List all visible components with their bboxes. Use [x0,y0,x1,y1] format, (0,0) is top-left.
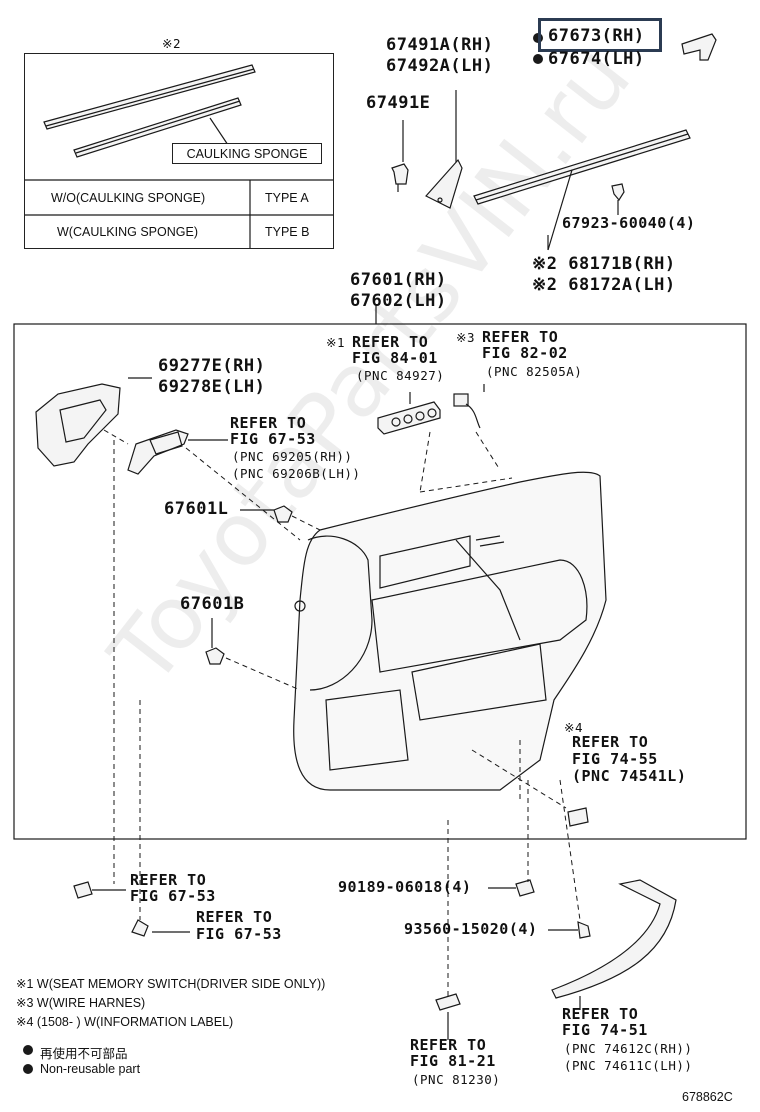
figure-code: 678862C [682,1090,733,1104]
table-note-mark: ※2 [162,36,181,51]
weatherstrip-type-a [43,64,256,130]
ref-1-line-c: (PNC 84927) [356,368,445,383]
weatherstrip-type-b [73,97,242,158]
part-67673: 67673(RH) [548,26,645,46]
ref-67-53-line-b: FIG 67-53 [230,430,316,448]
handle-bezel-69277e [35,377,152,467]
door-trim-board-67601 [293,471,607,791]
fastener-67601b [205,618,225,665]
part-67601: 67601(RH) [350,270,447,290]
ref-1-line-b: FIG 84-01 [352,349,438,367]
ref-3-line-b: FIG 82-02 [482,344,568,362]
switch-refer-81-21 [435,993,461,1040]
legend-note-1: ※1 W(SEAT MEMORY SWITCH(DRIVER SIDE ONLY… [16,977,326,991]
part-69277e: 69277E(RH) [158,356,266,376]
ref-clip-line-b: FIG 67-53 [130,887,216,905]
part-90189: 90189-06018(4) [338,878,472,896]
ref-3-line-a: REFER TO [482,328,559,346]
legend-nonreuse-en: Non-reusable part [40,1062,141,1076]
nut-90189 [488,879,535,897]
screw-93560 [548,921,591,939]
ref-clip-line-a: REFER TO [130,871,207,889]
legend-note-3: ※3 W(WIRE HARNES) [16,996,146,1010]
variant-type-a: TYPE A [265,191,309,205]
information-label [567,807,589,827]
part-67601b: 67601B [180,594,245,614]
seat-memory-switch [377,392,441,435]
ref-1-line-a: REFER TO [352,333,429,351]
ref-74-51-line-b: FIG 74-51 [562,1021,648,1039]
caulking-sponge-label: CAULKING SPONGE [172,143,322,164]
highlight-box [538,18,662,52]
part-93560: 93560-15020(4) [404,920,538,938]
ref-4-line-b: FIG 74-55 [572,750,658,768]
ref-3-mark: ※3 [456,330,475,345]
legend-nonreuse-jp: 再使用不可部品 [40,1047,128,1061]
garnish-refer-74-51 [551,879,677,1010]
ref-67-53-line-d: (PNC 69206B(LH)) [232,466,361,481]
legend-note-4: ※4 (1508- ) W(INFORMATION LABEL) [16,1015,234,1029]
screw-refer-67-53 [131,919,190,937]
variant-condition-b: W(CAULKING SPONGE) [57,225,198,239]
belt-moulding-68171b [473,129,691,251]
part-67601l: 67601L [164,499,229,519]
legend-dot-2 [23,1064,33,1074]
nonreuse-dot-67674 [533,54,543,64]
part-67492a: 67492A(LH) [386,56,494,76]
ref-1-mark: ※1 [326,335,345,350]
ref-81-21-line-a: REFER TO [410,1036,487,1054]
part-68172a: ※2 68172A(LH) [532,275,676,295]
inside-handle [127,429,228,475]
variant-condition-a: W/O(CAULKING SPONGE) [51,191,206,205]
clip-67491e [391,120,409,192]
corner-piece-67491a [425,90,463,209]
ref-74-51-line-a: REFER TO [562,1005,639,1023]
ref-67-53-line-a: REFER TO [230,414,307,432]
ref-4-line-c: (PNC 74541L) [572,767,687,785]
ref-screw-line-b: FIG 67-53 [196,925,282,943]
part-67602: 67602(LH) [350,291,447,311]
ref-4-mark: ※4 [564,720,583,735]
legend-dot-1 [23,1045,33,1055]
clip-refer-67-53 [73,881,126,899]
ref-74-51-line-c: (PNC 74612C(RH)) [564,1041,693,1056]
ref-3-line-c: (PNC 82505A) [486,364,583,379]
variant-type-b: TYPE B [265,225,310,239]
fastener-67601l [240,505,293,523]
part-67923: 67923-60040(4) [562,214,696,232]
part-67491a: 67491A(RH) [386,35,494,55]
ref-4-line-a: REFER TO [572,733,649,751]
ref-67-53-line-c: (PNC 69205(RH)) [232,449,353,464]
part-69278e: 69278E(LH) [158,377,266,397]
part-68171b: ※2 68171B(RH) [532,254,676,274]
clip-67923 [611,183,625,215]
ref-81-21-line-c: (PNC 81230) [412,1072,501,1087]
ref-81-21-line-b: FIG 81-21 [410,1052,496,1070]
variant-table: W/O(CAULKING SPONGE) TYPE A W(CAULKING S… [24,53,334,249]
bracket-67673 [681,33,717,61]
part-67674: 67674(LH) [548,49,645,69]
ref-74-51-line-d: (PNC 74611C(LH)) [564,1058,693,1073]
panel-frame [13,323,747,840]
ref-screw-line-a: REFER TO [196,908,273,926]
part-67491e: 67491E [366,93,431,113]
wire-harness [453,384,485,429]
